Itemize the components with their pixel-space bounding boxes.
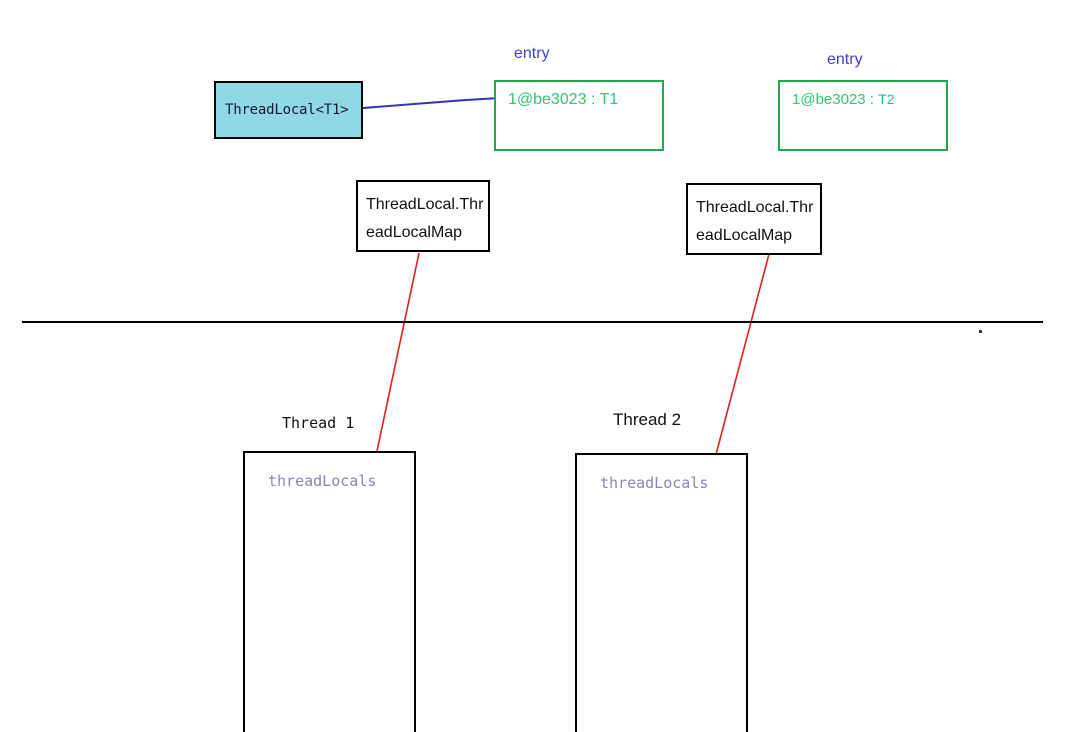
thread-caption-2: Thread 2 [613, 410, 682, 429]
entry-caption-2: entry [827, 51, 863, 68]
entry-node-2-value: T2 [878, 91, 895, 107]
threadlocalmap-node-1-line2: eadLocalMap [366, 224, 463, 241]
entry-caption-1: entry [514, 45, 550, 62]
thread-caption-1: Thread 1 [282, 414, 355, 432]
connector-map1-to-thread1 [369, 252, 420, 485]
entry-node-1-key: 1@be3023 [508, 91, 587, 108]
entry-node-2-separator: : [869, 91, 874, 108]
entry-node-1-text: 1@be3023 : T1 [508, 91, 662, 109]
threadlocalmap-node-1[interactable]: ThreadLocal.Thr eadLocalMap [356, 180, 490, 252]
threadlocalmap-node-2-line1: ThreadLocal.Thr [696, 199, 814, 216]
section-divider [22, 321, 1043, 323]
connector-threadlocal-to-entry1 [361, 96, 501, 110]
threadlocalmap-node-1-line1: ThreadLocal.Thr [366, 196, 484, 213]
thread-node-2-field-threadlocals: threadLocals [600, 474, 709, 492]
threadlocal-node[interactable]: ThreadLocal<T1> [214, 81, 363, 139]
stray-dot-mark [979, 330, 982, 333]
threadlocalmap-node-2[interactable]: ThreadLocal.Thr eadLocalMap [686, 183, 822, 255]
thread-node-2[interactable] [575, 453, 748, 732]
connector-map2-to-thread2 [709, 253, 770, 478]
entry-node-1[interactable]: 1@be3023 : T1 [494, 80, 664, 151]
entry-node-2-text: 1@be3023 : T2 [792, 91, 946, 108]
entry-node-2-key: 1@be3023 [792, 91, 866, 108]
thread-node-1-field-threadlocals: threadLocals [268, 472, 377, 490]
threadlocal-node-label: ThreadLocal<T1> [225, 102, 349, 118]
entry-node-2[interactable]: 1@be3023 : T2 [778, 80, 948, 151]
threadlocalmap-node-2-line2: eadLocalMap [696, 227, 793, 244]
entry-node-1-separator: : [590, 91, 596, 108]
thread-node-1[interactable] [243, 451, 416, 732]
entry-node-1-value: T1 [599, 91, 619, 108]
